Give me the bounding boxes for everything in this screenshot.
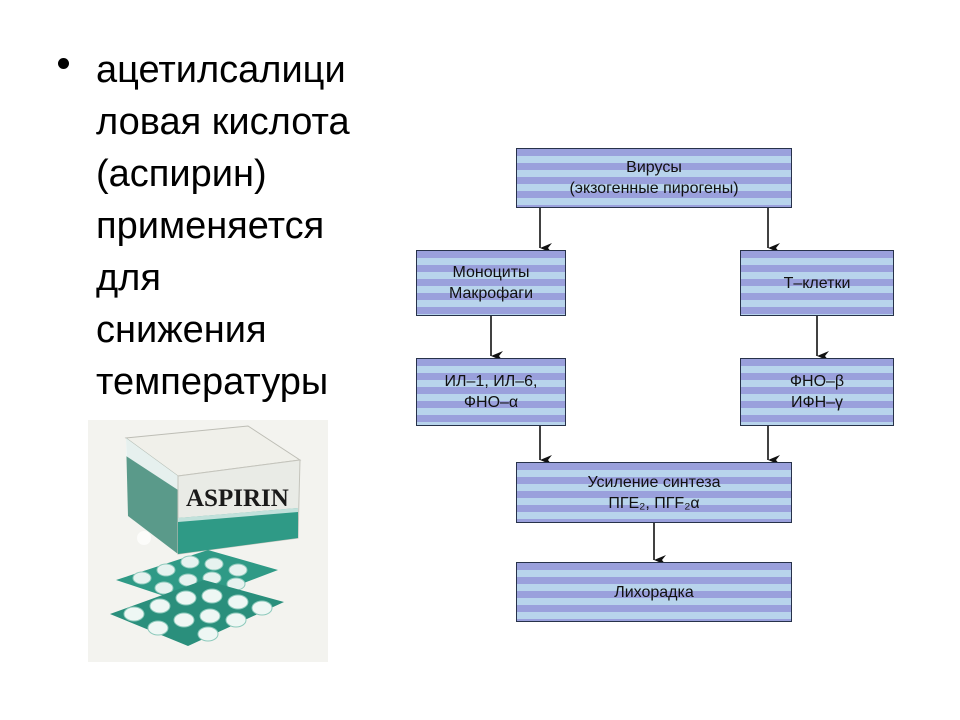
- node-interleukins: ИЛ–1, ИЛ–6, ФНО–α: [416, 358, 566, 426]
- node-fno-ifn: ФНО–β ИФН–γ: [740, 358, 894, 426]
- node-line: Усиление синтеза: [587, 473, 721, 491]
- node-line: (экзогенные пирогены): [569, 180, 739, 197]
- node-synthesis: Усиление синтеза ПГЕ₂, ПГF₂α: [516, 462, 792, 523]
- aspirin-illustration: ASPIRIN: [110, 425, 302, 646]
- node-line: ИЛ–1, ИЛ–6,: [444, 373, 538, 390]
- node-line: ИФН–γ: [790, 394, 844, 411]
- node-line: ФНО–β: [789, 373, 845, 390]
- node-tcells: Т–клетки: [740, 250, 894, 316]
- bullet-line: снижения: [96, 309, 267, 351]
- bullet-dot: [58, 58, 69, 69]
- node-viruses: Вирусы (экзогенные пирогены): [516, 148, 792, 208]
- bullet-line: для: [96, 257, 161, 299]
- bullet-line: ловая кислота: [96, 101, 350, 143]
- node-line: Вирусы: [626, 159, 682, 176]
- node-line: Моноциты: [452, 264, 530, 281]
- bullet-line: применяется: [96, 205, 325, 247]
- bullet-text: ацетилсалици ловая кислота (аспирин) при…: [96, 44, 386, 408]
- node-line: Макрофаги: [448, 285, 534, 302]
- node-monocytes: Моноциты Макрофаги: [416, 250, 566, 316]
- bullet-line: (аспирин): [96, 153, 267, 195]
- bullet-line: температуры: [96, 361, 329, 403]
- node-line: Лихорадка: [614, 583, 694, 601]
- bullet-line: ацетилсалици: [96, 49, 346, 91]
- node-line: ФНО–α: [463, 394, 519, 411]
- node-line: ПГЕ₂, ПГF₂α: [608, 494, 700, 512]
- node-line: Т–клетки: [783, 274, 851, 292]
- node-fever: Лихорадка: [516, 562, 792, 622]
- aspirin-photo: ASPIRIN: [88, 420, 328, 662]
- brand-label: ASPIRIN: [186, 485, 289, 512]
